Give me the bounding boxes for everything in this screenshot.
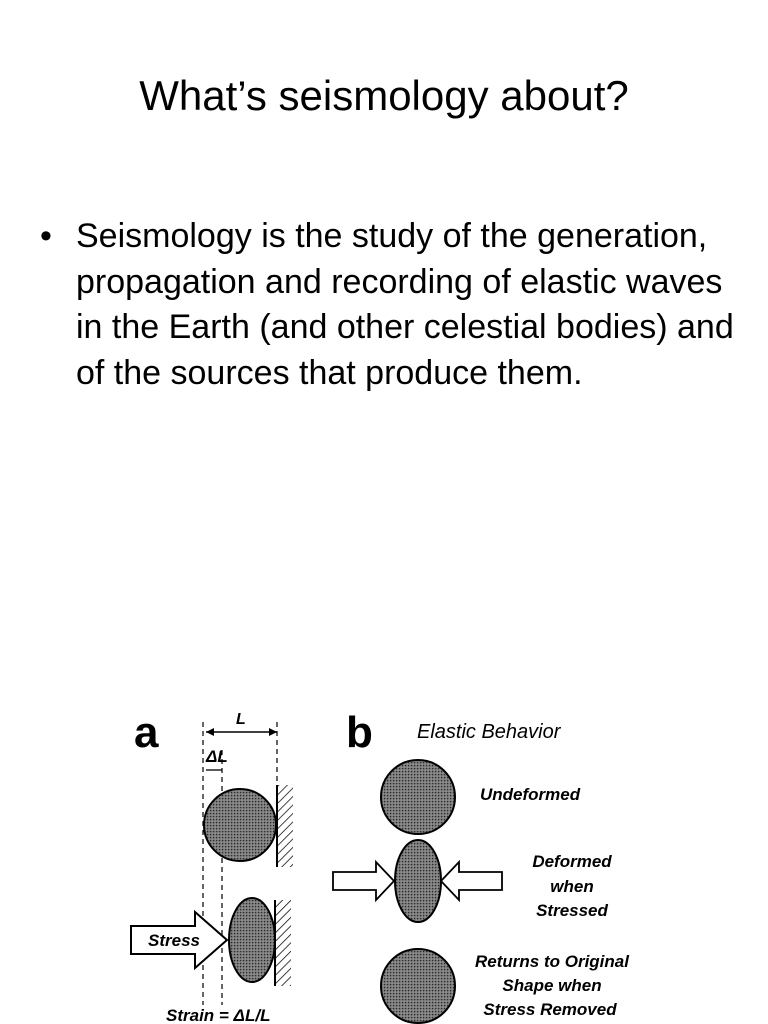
bullet-marker: •	[40, 217, 52, 255]
wall-top	[277, 785, 293, 867]
sphere-undeformed-b	[380, 759, 456, 835]
bullet-item: • Seismology is the study of the generat…	[40, 214, 740, 396]
sphere-undeformed-a	[203, 788, 277, 862]
sphere-deformed-b	[394, 839, 442, 923]
bullet-text: Seismology is the study of the generatio…	[76, 217, 734, 392]
length-arrowhead-right	[269, 728, 277, 736]
deformed-label-line1: Deformed	[532, 852, 612, 871]
sphere-restored-b	[380, 948, 456, 1024]
deformed-label-line2: when	[550, 877, 593, 896]
length-label: L	[236, 711, 246, 728]
deformed-label-line3: Stressed	[536, 901, 608, 920]
elasticity-diagram: a L ΔL Stress Strain = ΔL/L b Elastic Be…	[130, 708, 630, 1024]
delta-length-label: ΔL	[205, 747, 228, 766]
slide-title: What’s seismology about?	[139, 72, 629, 119]
strain-formula: Strain = ΔL/L	[166, 1006, 270, 1024]
restored-label-line3: Stress Removed	[483, 1000, 617, 1019]
elasticity-figure: a L ΔL Stress Strain = ΔL/L b Elastic Be…	[0, 690, 768, 1024]
elastic-behavior-heading: Elastic Behavior	[417, 721, 562, 743]
restored-label-line2: Shape when	[502, 976, 601, 995]
stress-label: Stress	[148, 931, 200, 950]
restored-label-line1: Returns to Original	[475, 952, 630, 971]
wall-bottom	[275, 900, 291, 986]
panel-a-letter: a	[134, 708, 159, 757]
bullet-list: • Seismology is the study of the generat…	[40, 214, 740, 396]
stress-arrow	[130, 909, 229, 971]
panel-b-letter: b	[346, 708, 373, 757]
sphere-compressed-a	[228, 897, 276, 983]
length-arrowhead-left	[206, 728, 214, 736]
undeformed-label: Undeformed	[480, 785, 581, 804]
compress-arrow-right	[439, 859, 503, 903]
compress-arrow-left	[332, 859, 396, 903]
